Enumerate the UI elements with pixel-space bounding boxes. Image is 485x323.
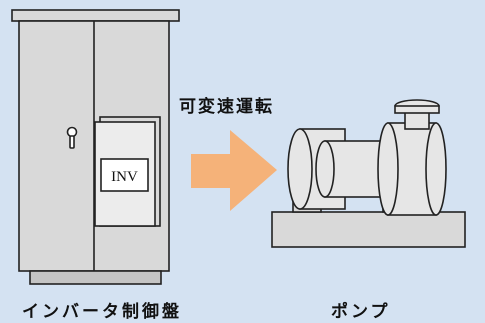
- inverter-unit: [94, 116, 161, 227]
- cabinet-base: [29, 270, 162, 285]
- pump-coupling-face: [315, 140, 335, 198]
- pump-label: ポンプ: [331, 302, 391, 322]
- pump-casing-right: [425, 122, 447, 216]
- inverter-plate-label: INV: [111, 169, 138, 185]
- pump-casing-left: [377, 122, 399, 216]
- pump-motor-front-left: [287, 128, 313, 210]
- operation-label: 可変速運転: [179, 97, 274, 117]
- cabinet-handle-icon: [66, 126, 78, 149]
- cabinet-top-cap: [11, 9, 180, 22]
- pump-base: [271, 211, 466, 248]
- arrow-right-icon: [191, 130, 277, 211]
- inverter-plate: [100, 158, 149, 192]
- pump-icon: [271, 99, 466, 248]
- pump-discharge-flange-band: [394, 105, 440, 114]
- panel-label: インバータ制御盤: [22, 302, 182, 322]
